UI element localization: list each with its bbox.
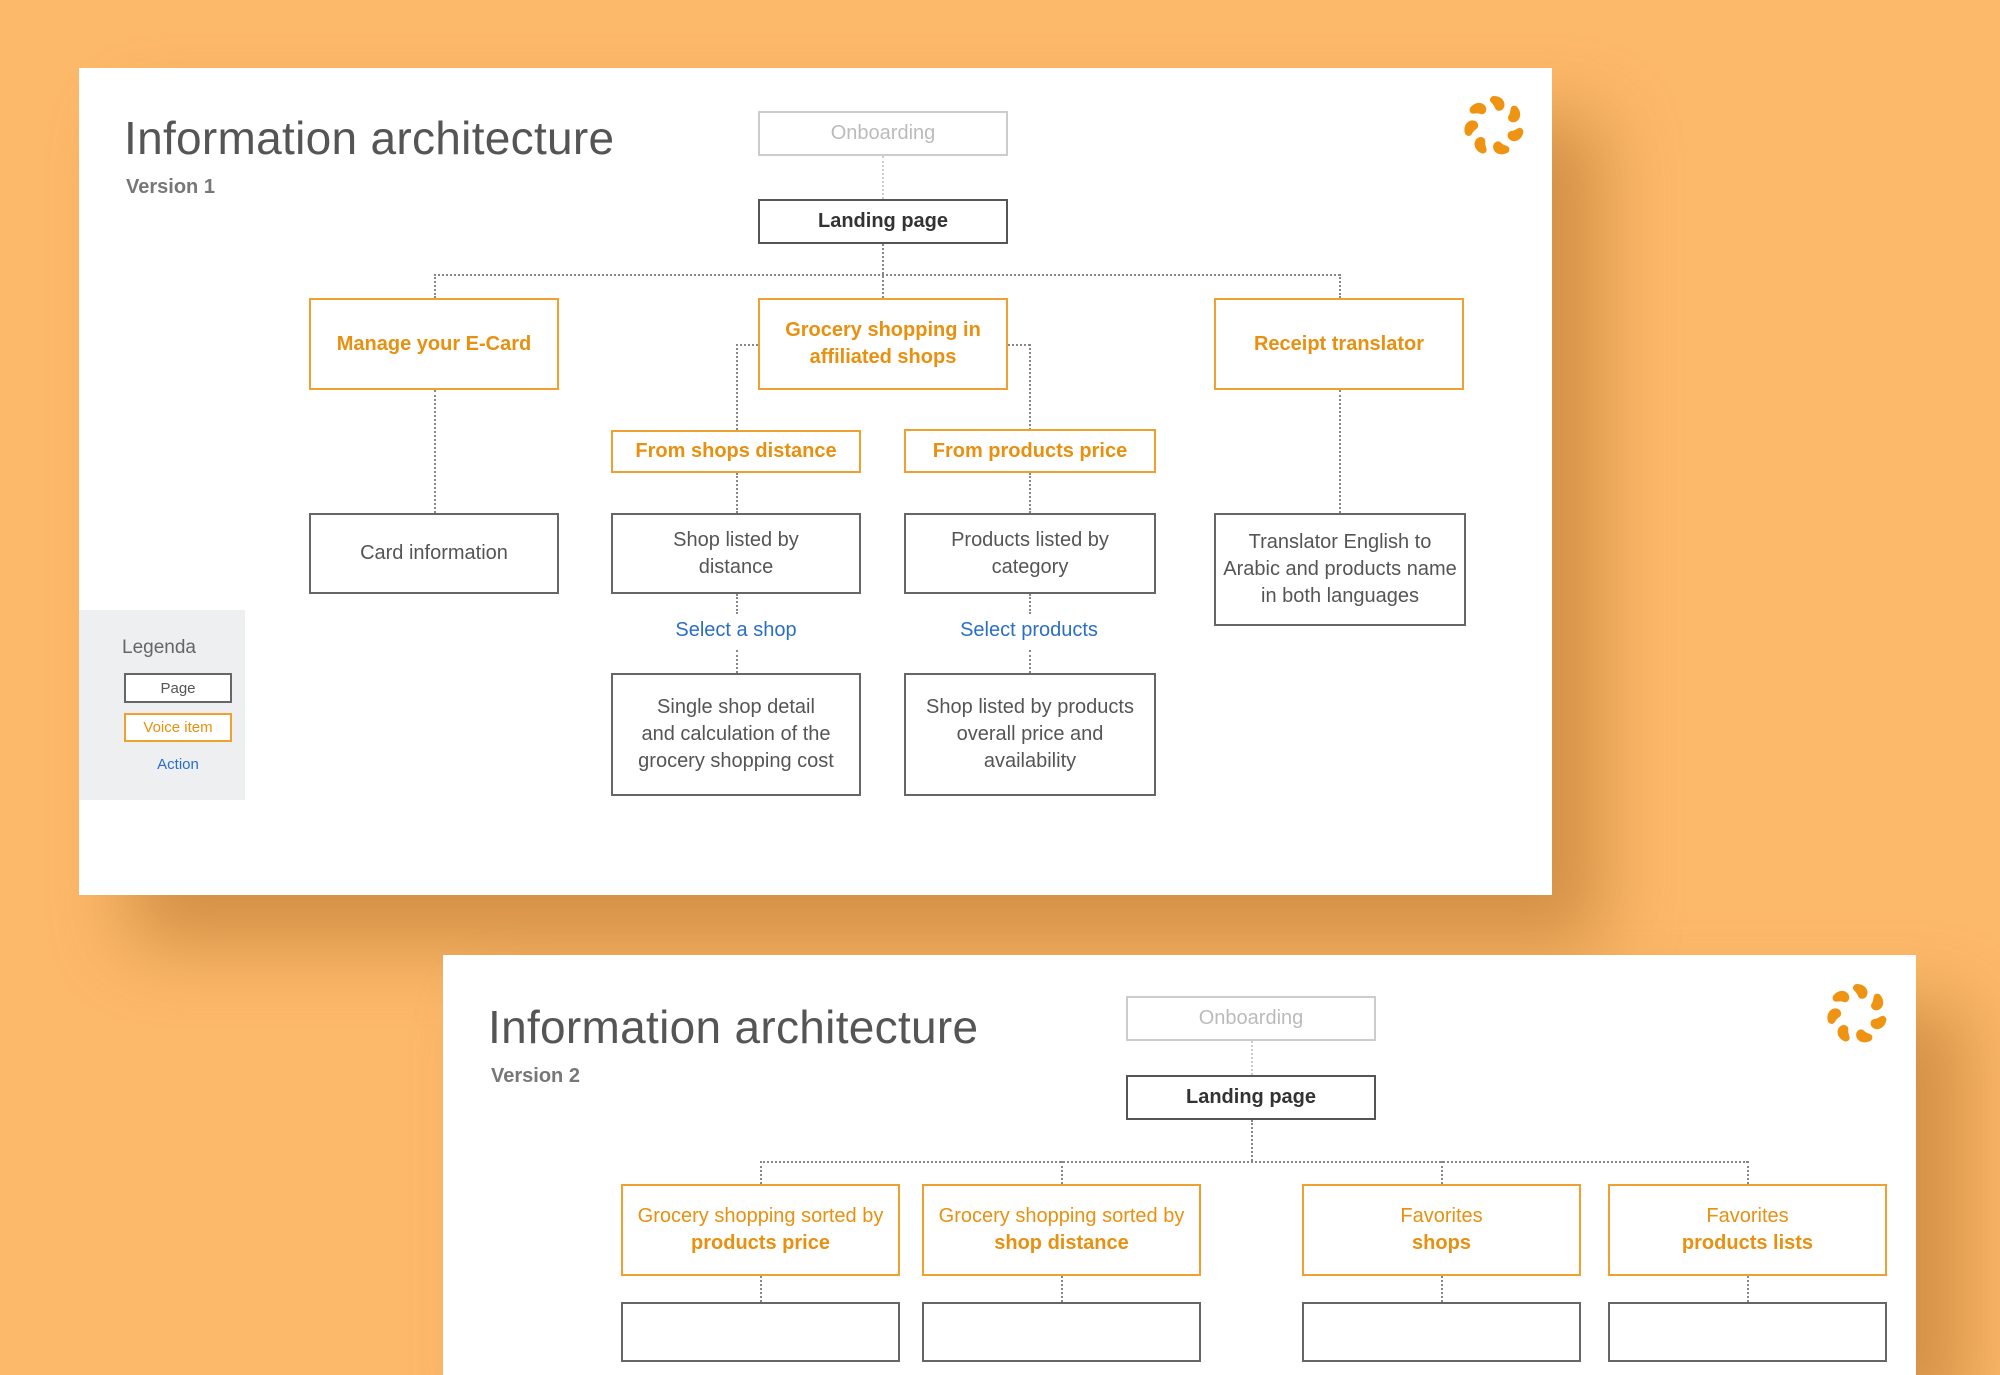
legend-action: Action — [157, 756, 199, 773]
connector — [882, 244, 884, 298]
node-shop-listed-distance[interactable]: Shop listed by distance — [611, 513, 861, 594]
connector — [1339, 390, 1341, 513]
node-from-shops-distance[interactable]: From shops distance — [611, 430, 861, 473]
node-card-information[interactable]: Card information — [309, 513, 559, 594]
connector — [1441, 1161, 1443, 1184]
connector — [1251, 1120, 1253, 1161]
node-products-listed-category[interactable]: Products listed by category — [904, 513, 1156, 594]
connector — [736, 344, 758, 346]
legend-page: Page — [124, 673, 232, 703]
node-manage-ecard[interactable]: Manage your E-Card — [309, 298, 559, 390]
node-onboarding[interactable]: Onboarding — [1126, 996, 1376, 1041]
connector — [882, 156, 884, 199]
connector — [1441, 1276, 1443, 1302]
legend-title: Legenda — [122, 637, 196, 658]
connector — [1029, 594, 1031, 614]
node-line: Grocery shopping sorted by — [637, 1205, 884, 1227]
connector — [1008, 344, 1030, 346]
connector — [434, 274, 436, 298]
connector — [1339, 274, 1341, 298]
action-select-products[interactable]: Select products — [960, 619, 1098, 641]
connector — [1747, 1161, 1749, 1184]
connector — [1251, 1041, 1253, 1075]
logo-icon — [1462, 94, 1526, 158]
slide2-title: Information architecture — [488, 1001, 979, 1053]
node-favorites-products-lists[interactable]: Favorites products lists — [1608, 1184, 1887, 1276]
node-page[interactable] — [621, 1302, 900, 1362]
node-page[interactable] — [922, 1302, 1201, 1362]
node-from-products-price[interactable]: From products price — [904, 429, 1156, 473]
slide2-version: Version 2 — [491, 1065, 580, 1087]
connector — [1747, 1276, 1749, 1302]
node-line-bold: shop distance — [994, 1232, 1129, 1254]
connector — [736, 594, 738, 614]
legend-panel — [79, 610, 245, 800]
slide1-title: Information architecture — [124, 112, 615, 164]
node-favorites-shops[interactable]: Favorites shops — [1302, 1184, 1581, 1276]
node-receipt-translator[interactable]: Receipt translator — [1214, 298, 1464, 390]
connector — [760, 1161, 762, 1184]
connector — [736, 650, 738, 673]
connector — [1029, 344, 1031, 430]
connector — [434, 390, 436, 513]
connector — [1061, 1161, 1063, 1184]
connector — [1029, 650, 1031, 673]
node-grocery-shopping[interactable]: Grocery shopping in affiliated shops — [758, 298, 1008, 390]
node-sorted-by-distance[interactable]: Grocery shopping sorted by shop distance — [922, 1184, 1201, 1276]
node-line-bold: products lists — [1681, 1232, 1814, 1254]
node-single-shop-detail[interactable]: Single shop detail and calculation of th… — [611, 673, 861, 796]
connector — [1061, 1276, 1063, 1302]
action-select-shop[interactable]: Select a shop — [675, 619, 797, 641]
node-landing-page[interactable]: Landing page — [758, 199, 1008, 244]
connector — [760, 1276, 762, 1302]
node-landing-page[interactable]: Landing page — [1126, 1075, 1376, 1120]
connector — [760, 1161, 1748, 1163]
node-line: Grocery shopping sorted by — [938, 1205, 1185, 1227]
node-onboarding[interactable]: Onboarding — [758, 111, 1008, 156]
node-line-bold: shops — [1412, 1232, 1471, 1254]
logo-icon — [1825, 982, 1889, 1046]
node-page[interactable] — [1608, 1302, 1887, 1362]
legend-voice-item: Voice item — [124, 713, 232, 742]
node-shop-by-products[interactable]: Shop listed by products overall price an… — [904, 673, 1156, 796]
node-line-bold: products price — [691, 1232, 830, 1254]
node-line: Favorites — [1400, 1205, 1483, 1227]
connector — [1029, 473, 1031, 513]
connector — [736, 344, 738, 430]
connector — [736, 473, 738, 513]
node-translator[interactable]: Translator English to Arabic and product… — [1214, 513, 1466, 626]
connector — [434, 274, 1340, 276]
slide1-version: Version 1 — [126, 176, 215, 198]
node-page[interactable] — [1302, 1302, 1581, 1362]
node-sorted-by-price[interactable]: Grocery shopping sorted by products pric… — [621, 1184, 900, 1276]
node-line: Favorites — [1706, 1205, 1789, 1227]
